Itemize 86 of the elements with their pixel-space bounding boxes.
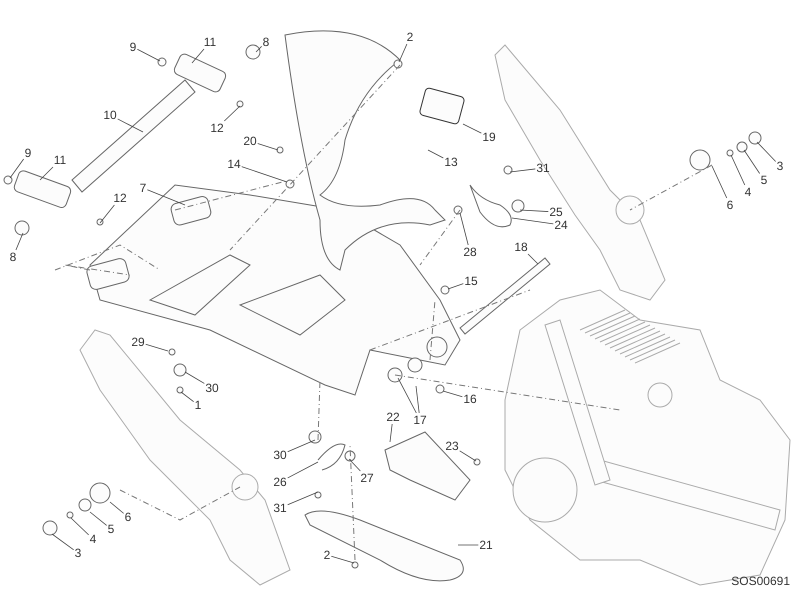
callout-number: 25 (548, 205, 564, 219)
leader-line (40, 166, 54, 180)
callout-number: 23 (444, 439, 460, 453)
leader-line (10, 158, 24, 178)
callout-number: 14 (226, 157, 242, 171)
callout-number: 30 (204, 381, 220, 395)
leader-line (460, 212, 469, 246)
callout-number: 19 (481, 130, 497, 144)
leader-line (416, 386, 420, 414)
leader-line (462, 124, 482, 134)
leader-line (146, 189, 186, 206)
callout-number: 11 (202, 35, 218, 49)
leader-line (52, 534, 74, 550)
callout-number: 18 (513, 240, 529, 254)
callout-number: 3 (74, 546, 82, 560)
leader-line (257, 143, 278, 150)
leader-line (287, 440, 316, 452)
leader-line (287, 462, 318, 478)
callout-number: 13 (443, 155, 459, 169)
leader-line (16, 232, 24, 250)
callout-number: 1 (194, 398, 202, 412)
callout-number: 8 (8, 250, 18, 264)
callout-number: 27 (359, 471, 375, 485)
leader-line (241, 166, 288, 182)
leader-line (528, 254, 538, 264)
leader-line (520, 210, 549, 212)
leader-line (110, 502, 124, 514)
callout-number: 28 (462, 245, 478, 259)
leader-line (756, 142, 776, 162)
callout-number: 2 (322, 548, 332, 562)
leader-line (117, 118, 144, 132)
leader-line (398, 44, 408, 62)
callout-number: 16 (462, 392, 478, 406)
callout-number: 30 (272, 448, 288, 462)
callout-number: 24 (553, 218, 569, 232)
callout-number: 5 (106, 522, 116, 536)
callout-number: 20 (242, 134, 258, 148)
callout-number: 11 (52, 153, 68, 167)
leader-line (512, 218, 554, 224)
callout-number: 31 (535, 161, 551, 175)
leader-line (398, 378, 417, 414)
leader-line (348, 458, 361, 472)
leader-line (70, 518, 90, 536)
leader-line (136, 48, 160, 62)
callout-number: 2 (406, 30, 414, 44)
leader-line (730, 154, 746, 186)
callout-number: 8 (262, 35, 270, 49)
callout-number: 4 (744, 185, 752, 199)
callout-number: 15 (463, 274, 479, 288)
callout-number: 21 (478, 538, 494, 552)
leader-line (180, 392, 194, 402)
callout-number: 17 (412, 413, 428, 427)
callout-number: 6 (124, 510, 132, 524)
drawing-code: SOS00691 (731, 574, 790, 588)
callout-number: 26 (272, 475, 288, 489)
leader-line (448, 283, 464, 290)
leader-line (224, 106, 240, 122)
leader-line (712, 166, 728, 198)
leader-line (744, 150, 760, 174)
leader-line (330, 556, 354, 564)
leader-line (100, 204, 115, 224)
leader-line (256, 46, 262, 52)
callout-number: 5 (760, 173, 768, 187)
leader-line (428, 150, 444, 158)
callout-number: 22 (385, 410, 401, 424)
callout-number: 31 (272, 501, 288, 515)
leader-line (287, 492, 318, 506)
leader-line (390, 424, 393, 442)
leader-line (442, 390, 463, 398)
callout-number: 9 (128, 40, 138, 54)
callout-number: 6 (726, 198, 734, 212)
callout-number: 12 (209, 121, 225, 135)
callout-number: 4 (88, 532, 98, 546)
leader-line (510, 168, 536, 172)
leader-line (458, 544, 479, 546)
callout-number: 9 (24, 146, 32, 160)
callout-number: 29 (130, 335, 146, 349)
leader-line (192, 48, 204, 64)
leader-line (90, 512, 108, 526)
callout-number: 10 (102, 108, 118, 122)
leader-line (459, 450, 476, 462)
callout-number: 12 (112, 191, 128, 205)
leader-line (145, 344, 168, 352)
leader-line (184, 372, 205, 384)
callout-number: 3 (776, 159, 784, 173)
callout-number: 7 (138, 181, 148, 195)
